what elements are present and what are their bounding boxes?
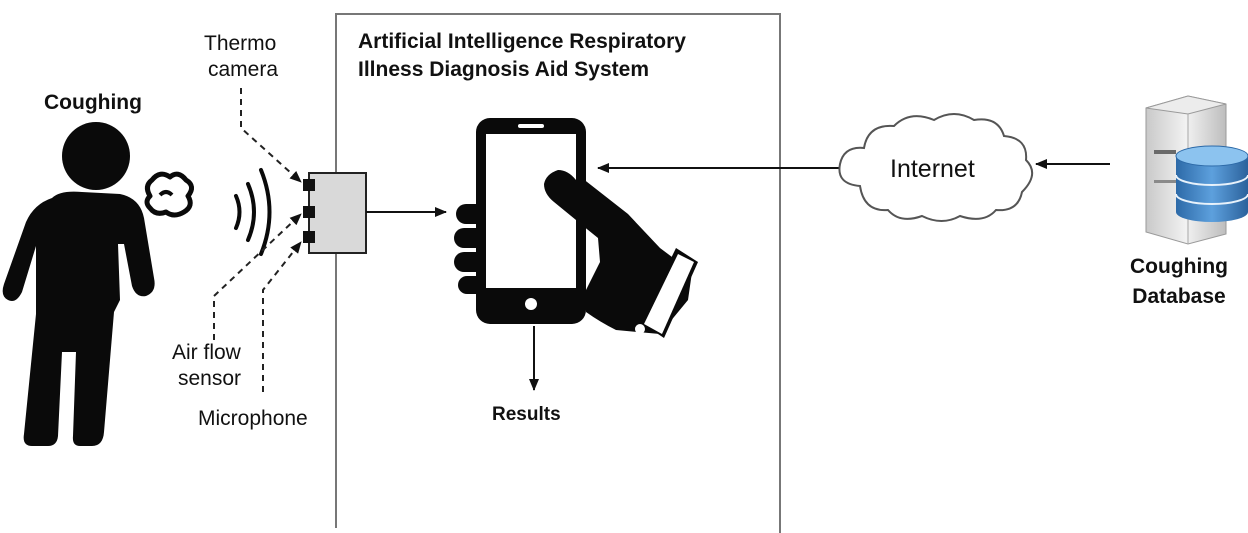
thermo-camera-port — [303, 179, 315, 191]
database-cylinder-icon — [1175, 145, 1248, 222]
microphone-leader — [262, 241, 302, 392]
system-boundary-box — [335, 13, 781, 533]
airflow-sensor-label-line1: Air flow — [172, 341, 241, 364]
airflow-sensor-port — [303, 206, 315, 218]
coughing-person-label: Coughing — [44, 91, 142, 114]
internet-cloud-icon — [838, 113, 1033, 222]
database-server-icon — [1145, 95, 1248, 245]
internet-label: Internet — [890, 155, 975, 183]
smartphone-icon — [476, 118, 586, 324]
microphone-port — [303, 231, 315, 243]
database-label-line2: Database — [1132, 285, 1226, 308]
sound-waves-icon — [234, 168, 272, 256]
coughing-person-icon — [2, 122, 155, 446]
system-title-line1: Artificial Intelligence Respiratory — [358, 30, 686, 53]
thermo-camera-label-line1: Thermo — [204, 32, 277, 55]
thermo-camera-leader — [240, 88, 302, 183]
phone-in-hand-icon — [454, 118, 698, 338]
database-label-line1: Coughing — [1130, 255, 1228, 278]
system-title-line2: Illness Diagnosis Aid System — [358, 58, 649, 81]
results-label: Results — [492, 404, 561, 425]
airflow-sensor-leader — [213, 213, 302, 340]
cough-cloud-icon — [144, 171, 194, 218]
sensor-device — [303, 172, 367, 254]
airflow-sensor-label-line2: sensor — [178, 367, 242, 390]
thermo-camera-label-line2: camera — [208, 58, 279, 81]
microphone-label: Microphone — [198, 407, 308, 430]
